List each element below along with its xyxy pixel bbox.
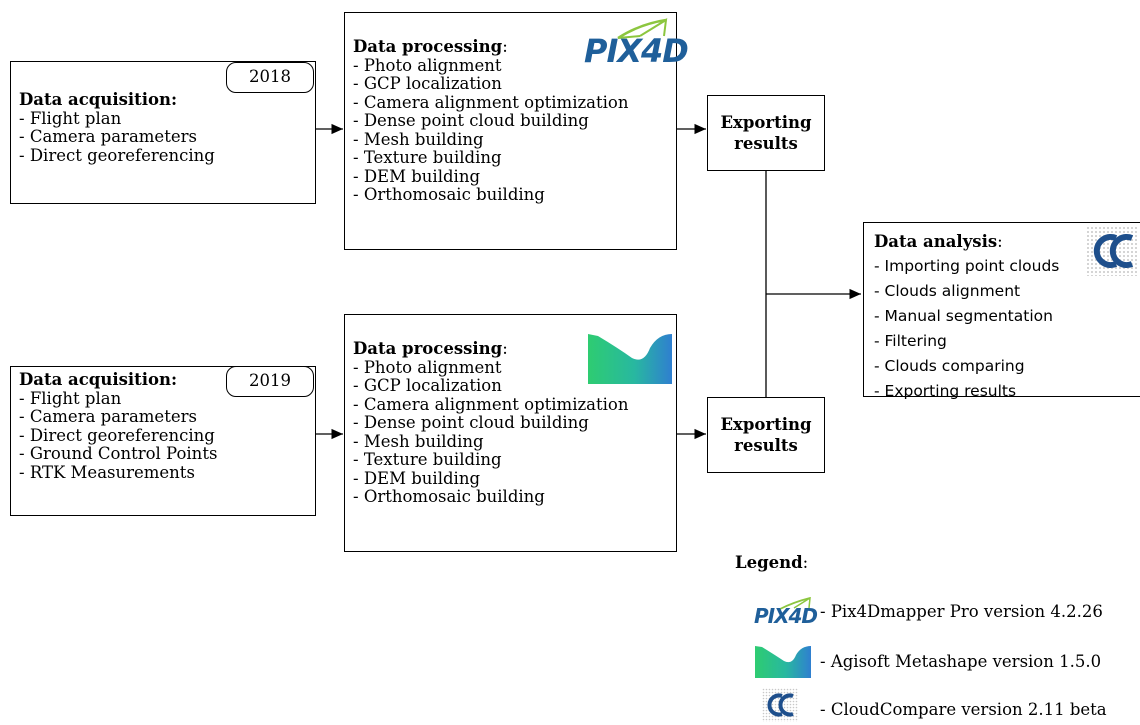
list-item: - Photo alignment (353, 55, 502, 75)
list-item: - Filtering (874, 332, 947, 350)
processing-title: Data processing (353, 37, 503, 56)
legend-title-text: Legend (735, 553, 803, 572)
list-item: - Clouds alignment (874, 282, 1021, 300)
legend-metashape-label: - Agisoft Metashape version 1.5.0 (820, 652, 1102, 671)
list-item: - RTK Measurements (19, 462, 195, 482)
pix4d-logo-icon: PIX4D (580, 16, 689, 72)
list-item: - Clouds comparing (874, 357, 1025, 375)
export-label-line2: results (734, 436, 798, 455)
list-item: - DEM building (353, 166, 481, 186)
legend-metashape-icon (755, 646, 811, 678)
pix4d-logo-text: PIX4D (584, 32, 689, 70)
legend-pix4d-label: - Pix4Dmapper Pro version 4.2.26 (820, 602, 1103, 621)
list-item: - Dense point cloud building (353, 413, 589, 432)
list-item: - Camera parameters (19, 407, 197, 426)
export-label-line1: Exporting (720, 113, 812, 132)
legend-cloudcompare-icon (762, 688, 798, 722)
list-item: - Camera parameters (19, 127, 197, 146)
list-item: - Texture building (353, 148, 502, 167)
list-item: - Importing point clouds (874, 257, 1060, 275)
list-item: - GCP localization (353, 74, 502, 93)
export-label-line2: results (734, 134, 798, 153)
colon: : (802, 553, 809, 572)
colon: : (997, 232, 1003, 251)
list-item: - Exporting results (874, 382, 1017, 400)
pix4d-logo-text: PIX4D (754, 604, 818, 628)
list-item: - Manual segmentation (874, 307, 1053, 325)
list-item: - Flight plan (19, 388, 122, 408)
acquisition-box-2018: Data acquisition: - Flight plan - Camera… (10, 61, 316, 204)
export-label-line1: Exporting (720, 415, 812, 434)
acquisition-title: Data acquisition: (19, 370, 178, 389)
list-item: - DEM building (353, 468, 481, 488)
cloudcompare-logo-icon (1086, 226, 1138, 276)
exporting-results-box-2018: Exporting results (707, 95, 825, 171)
list-item: - Direct georeferencing (19, 425, 215, 445)
colon: : (502, 37, 508, 56)
list-item: - Ground Control Points (19, 444, 218, 463)
metashape-logo-icon (588, 334, 672, 384)
analysis-box: Data analysis: - Importing point clouds … (863, 222, 1140, 400)
list-item: - Camera alignment optimization (353, 394, 629, 414)
processing-box-2019: Data processing: - Photo alignment - GCP… (344, 314, 677, 552)
list-item: - Orthomosaic building (353, 487, 545, 506)
legend-title: Legend: (735, 553, 808, 572)
processing-title: Data processing (353, 339, 503, 358)
list-item: - Flight plan (19, 108, 122, 128)
list-item: - Dense point cloud building (353, 111, 589, 130)
analysis-title: Data analysis (874, 232, 998, 251)
list-item: - Mesh building (353, 129, 484, 149)
legend-cloudcompare-label: - CloudCompare version 2.11 beta (820, 700, 1107, 719)
list-item: - GCP localization (353, 376, 502, 395)
year-badge-2019: 2019 (226, 366, 314, 397)
year-badge-2018: 2018 (226, 62, 314, 93)
colon: : (502, 339, 508, 358)
list-item: - Orthomosaic building (353, 185, 545, 204)
legend-pix4d-icon: PIX4D (754, 597, 818, 628)
list-item: - Photo alignment (353, 357, 502, 377)
processing-box-2018: Data processing: - Photo alignment - GCP… (344, 12, 677, 250)
acquisition-title: Data acquisition: (19, 90, 178, 109)
exporting-results-box-2019: Exporting results (707, 397, 825, 473)
list-item: - Mesh building (353, 431, 484, 451)
list-item: - Camera alignment optimization (353, 92, 629, 112)
list-item: - Direct georeferencing (19, 145, 215, 165)
list-item: - Texture building (353, 450, 502, 469)
